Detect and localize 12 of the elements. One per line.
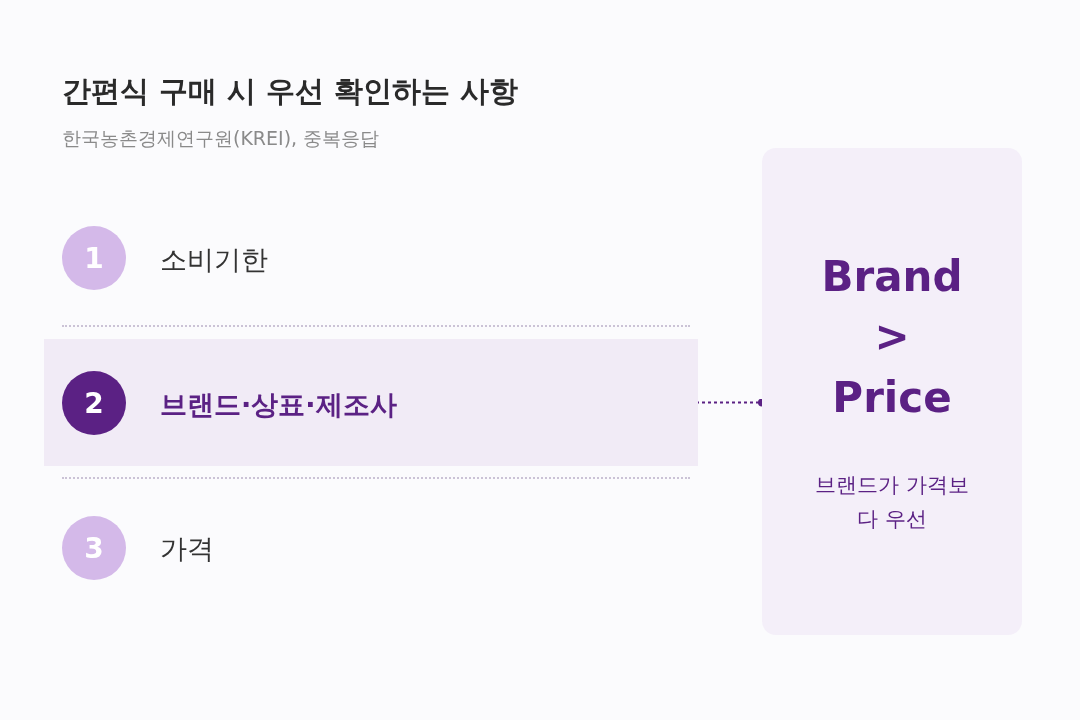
highlight-band [44,339,698,466]
title: 간편식 구매 시 우선 확인하는 사항 [62,73,519,110]
number-circle: 2 [62,371,126,435]
source-note: 한국농촌경제연구원(KREI), 중복응답 [62,126,380,151]
comparison-heading: Brand > Price [820,250,964,425]
number-circle: 3 [62,516,126,580]
item-label: 브랜드·상표·제조사 [160,388,397,422]
item-label: 소비기한 [160,243,268,277]
number-circle: 1 [62,226,126,290]
item-label: 가격 [160,532,214,566]
summary-panel [762,148,1022,635]
summary-note: 브랜드가 가격보다 우선 [814,472,970,533]
